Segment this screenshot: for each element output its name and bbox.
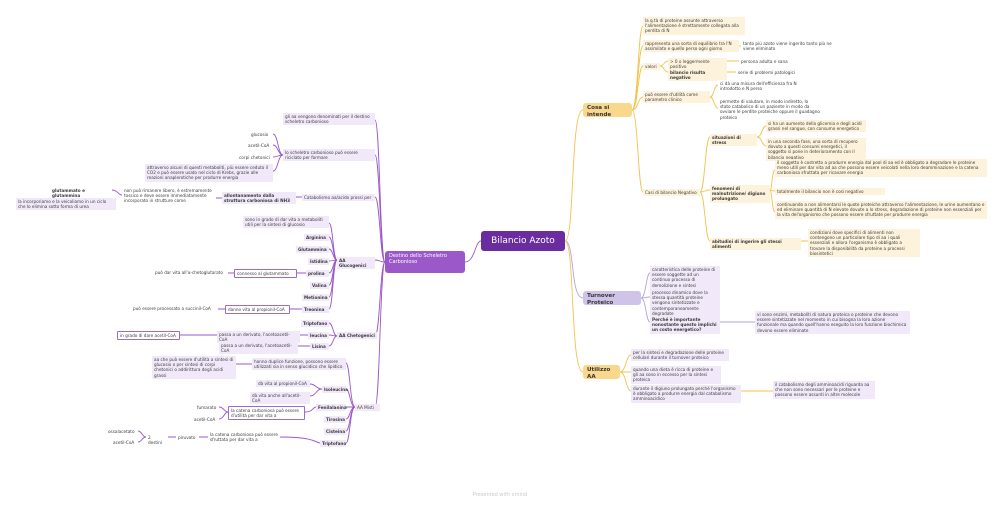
cosa-indice-a: ci dà una misura dell'efficienza fra N i…	[718, 80, 808, 93]
cosa-negativo-detail: serie di problemi patologici	[736, 69, 801, 77]
treonina-detail: danno vita al propionil-CoA	[225, 305, 290, 315]
aa-triptofano-misto[interactable]: Triptofano	[320, 440, 347, 448]
aa-isoleucina[interactable]: Isoleucina	[322, 386, 348, 394]
cosa-indice: può essere d'utilità come parametro clin…	[643, 91, 710, 104]
aa-chetogenici[interactable]: AA Chetogenici	[337, 332, 377, 340]
destino-chetoni: corpi chetonici	[237, 154, 273, 162]
treonina-note: può essere processato a succinil-CoA	[131, 305, 218, 313]
branch-turnover-proteico[interactable]: Turnover Proteico	[583, 291, 641, 306]
turnover-b: processo dinamico dove la stessa quantit…	[650, 289, 720, 318]
misti-note: aa che può essere d'utilità a sintesi di…	[152, 356, 236, 379]
turnover-c: Perché è importante nonostante questo im…	[650, 316, 720, 334]
lisina-detail: passa a un derivato, l'acetoacetil-CoA	[219, 342, 298, 355]
cosa-malnutrizione-c: continuando a non alimentarsi le quote p…	[775, 201, 987, 219]
turnover-c-detail: vi sono enzimi, metaboliti di natura pro…	[755, 311, 910, 334]
turnover-a: caratteristica delle proteine di essere …	[650, 266, 720, 289]
destino-allontanamento-detail: non può rimanere libero, è estremamente …	[122, 187, 216, 205]
cosa-malnutrizione-b: totalmente il bilancio non è così negati…	[775, 188, 885, 196]
cosa-abitudini-a: condizioni dove specifici di alimenti no…	[808, 229, 920, 258]
cosa-stress-a: si ha un aumento della glicemia e degli …	[766, 120, 866, 133]
cosa-abitudini: abitudini di ingerire gli stessi aliment…	[710, 238, 801, 251]
destino-intro: gli aa vengono denominati per il destino…	[283, 113, 375, 126]
cosa-malnutrizione: fenomeni di malnutrizione/ digiuno prolu…	[710, 185, 770, 203]
misti-intro: hanno duplice funzione, possono essere u…	[252, 358, 346, 371]
fenil-fumarato: fumarato	[195, 404, 219, 412]
cosa-stress: situazioni di stress	[710, 134, 757, 147]
footer-credit: Presented with xmind	[472, 492, 528, 498]
cosa-equilibrio-detail: tanto più azoto viene ingerito tanto più…	[741, 40, 839, 53]
isoleucina-b: dà vita anche all'acetil-CoA	[250, 392, 310, 405]
aa-prolina[interactable]: prolina	[306, 270, 329, 278]
aa-glucogenici[interactable]: AA Glucogenici	[337, 257, 375, 270]
aa-tirosina[interactable]: Tirosina	[324, 416, 346, 424]
cosa-equilibrio: rappresenta una sorta di equilibrio tra …	[643, 40, 739, 53]
cosa-malnutrizione-a: il soggetto è costretto a produrre energ…	[775, 159, 987, 177]
utilizzo-b: quando una dieta è ricca di proteine e g…	[631, 366, 721, 384]
destino-acetilcoa: acetil-CoA	[246, 142, 273, 150]
destino-glutammato-detail: la incorporiamo e la veicoliamo in un ci…	[16, 198, 116, 211]
destino-scheletro: lo scheletro carbonioso può essere ricic…	[283, 149, 375, 162]
utilizzo-c: durante il digiuno prolungato perché l'o…	[631, 385, 741, 403]
leucina-note: in grado di dare acetil-CoA	[117, 331, 180, 341]
aa-valina[interactable]: Valina	[310, 282, 329, 290]
trip-acetilcoa: acetil-CoA	[111, 439, 138, 447]
cosa-positivo: > 0 o leggermente positivo	[668, 58, 727, 71]
aa-glutammina[interactable]: Glutammina	[296, 246, 329, 254]
prolina-note: può dar vita all'α-chetoglutarato	[153, 269, 228, 277]
fenilalanina-detail: la catena carboniosa può essere d'utilit…	[228, 406, 305, 421]
cosa-intro: la q.tà di proteine assunte attraverso l…	[643, 17, 745, 35]
gluco-intro: sono in grado di dar vita a metaboliti u…	[243, 216, 329, 229]
aa-fenilalanina[interactable]: Fenilalanina	[316, 404, 347, 412]
aa-cisteina[interactable]: Cisteina	[324, 428, 346, 436]
triptofano-detail: la catena carboniosa può essere sfruttat…	[208, 431, 280, 444]
cosa-valori: valori	[643, 63, 660, 71]
cosa-casi-negativo: Casi di bilancio Negativo	[643, 189, 700, 197]
aa-istidina[interactable]: Istidina	[308, 258, 329, 266]
destino-allontanamento: allontanamento dalla struttura carbonios…	[222, 192, 296, 205]
prolina-detail: connesso al glutammato	[234, 269, 297, 279]
cosa-negativo: bilancio risulta negativo	[668, 69, 727, 82]
branch-utilizzo-aa[interactable]: Utilizzo AA	[583, 365, 620, 380]
aa-arginina[interactable]: Arginina	[304, 234, 329, 242]
aa-misti[interactable]: AA Misti	[355, 404, 380, 412]
cosa-stress-b: in una seconda fase, una sorta di recupe…	[766, 138, 866, 161]
aa-treonina[interactable]: Treonina	[302, 306, 329, 314]
isoleucina-a: dà vita al propionil-CoA	[256, 380, 310, 388]
branch-destino-scheletro[interactable]: Destino dello Scheletro Carbonioso	[385, 251, 465, 273]
trip-ossalacetato: ossalacetato	[106, 428, 138, 436]
aa-triptofano[interactable]: Triptofano	[301, 320, 329, 328]
leucina-detail: passa a un derivato, l'acetoacetil-CoA	[217, 331, 300, 344]
destino-glucosio: glucosio	[249, 131, 273, 139]
cosa-indice-b: permette di valutare, in modo indiretto,…	[718, 98, 822, 121]
destino-metaboliti: attraverso alcuni di questi metaboliti, …	[145, 164, 273, 182]
utilizzo-a: per la sintesi e degradazione delle prot…	[631, 349, 729, 362]
utilizzo-c-detail: il catabolismo degli amminoacidi riguard…	[773, 381, 875, 399]
cosa-positivo-detail: persona adulta e sana	[739, 58, 797, 66]
root-topic[interactable]: Bilancio Azoto	[481, 231, 565, 251]
branch-cosa-si-intende[interactable]: Cosa si intende	[583, 103, 632, 118]
destino-catabolismo: Catabolismo aa/acido prossi per	[302, 194, 375, 202]
trip-2-destini: 2 destini	[146, 434, 168, 447]
trip-piruvato: piruvato	[176, 434, 199, 442]
aa-lisina[interactable]: Lisina	[310, 343, 329, 351]
destino-glutammato: glutammato e glutammina	[50, 187, 112, 200]
aa-metionina[interactable]: Metionina	[302, 294, 329, 302]
aa-leucina[interactable]: leucina	[308, 332, 329, 340]
fenil-acetilcoa: acetil-CoA	[192, 416, 219, 424]
